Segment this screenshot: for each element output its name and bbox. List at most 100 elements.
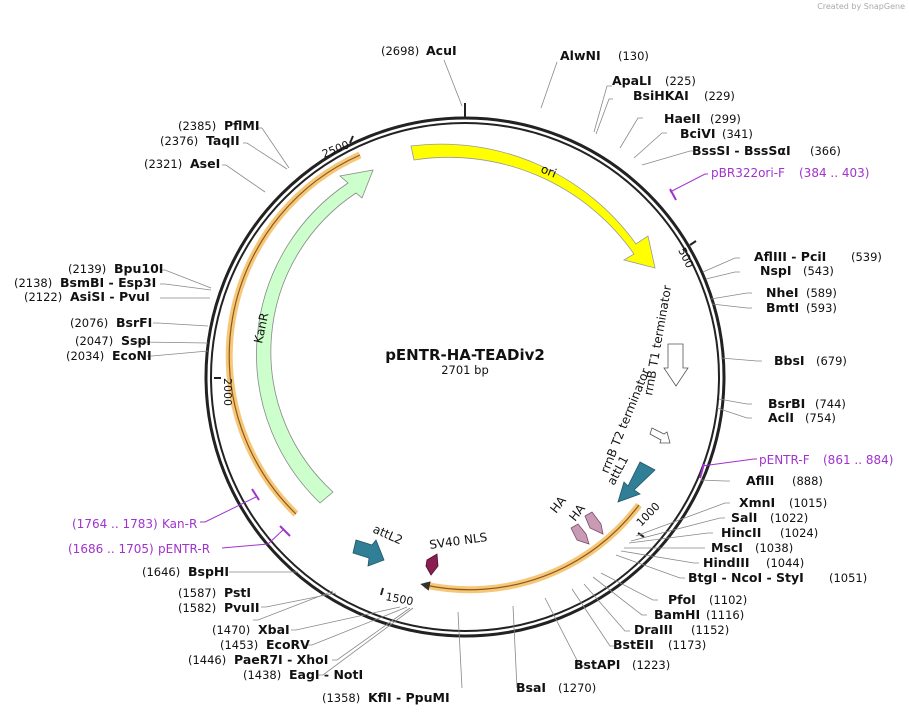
enzyme-pos: (589) (806, 286, 837, 300)
enzyme-pos: (1646) (142, 565, 180, 579)
primer-name[interactable]: pENTR-F (759, 453, 810, 467)
enzyme-name[interactable]: XmnI (739, 495, 775, 510)
enzyme-name[interactable]: XbaI (258, 622, 290, 637)
ori-arrow (410, 143, 656, 269)
enzyme-pos: (2321) (144, 157, 182, 171)
enzyme-name[interactable]: KflI - PpuMI (368, 690, 450, 705)
enzyme-name[interactable]: BsiHKAI (633, 88, 689, 103)
tick-group (214, 135, 697, 596)
enzyme-pos: (1446) (188, 653, 226, 667)
enzyme-pos: (225) (665, 74, 696, 88)
enzyme-pos: (1270) (558, 681, 596, 695)
primer-labels: pBR322ori-F (384 .. 403) pENTR-F (861 ..… (68, 166, 893, 556)
enzyme-pos: (1022) (770, 511, 808, 525)
rrnb-t2-arrow (649, 427, 671, 444)
enzyme-labels-right: AlwNI (130) ApaLI (225) BsiHKAI (229) Ha… (516, 48, 882, 695)
enzyme-name[interactable]: MscI (711, 540, 743, 555)
enzyme-pos: (2122) (24, 290, 62, 304)
enzyme-name[interactable]: AlwNI (560, 48, 601, 63)
enzyme-pos: (543) (803, 264, 834, 278)
primer-name[interactable]: pBR322ori-F (711, 166, 785, 180)
enzyme-name[interactable]: PaeR7I - XhoI (234, 652, 328, 667)
enzyme-name[interactable]: BstEII (613, 637, 654, 652)
enzyme-name[interactable]: BsmBI - Esp3I (60, 275, 156, 290)
enzyme-pos: (299) (710, 112, 741, 126)
enzyme-pos: (2376) (160, 134, 198, 148)
enzyme-pos: (1587) (178, 586, 216, 600)
enzyme-name[interactable]: BssSI - BssSαI (692, 143, 791, 158)
enzyme-name[interactable]: AflIII - PciI (754, 249, 826, 264)
enzyme-labels-left: (2698) AcuI (2385) PflMI (2376) TaqII (2… (14, 43, 457, 705)
snapgene-credit: Created by SnapGene (817, 2, 905, 11)
tick-label-2000: 2000 (221, 378, 234, 406)
enzyme-pos: (341) (722, 127, 753, 141)
leader-lines-left (135, 59, 463, 689)
enzyme-name[interactable]: SspI (121, 333, 151, 348)
enzyme-name[interactable]: TaqII (206, 133, 240, 148)
ha-arrow-1 (584, 511, 604, 535)
ha-arrow-2 (570, 523, 590, 545)
enzyme-name[interactable]: BsaI (516, 680, 546, 695)
enzyme-pos: (1024) (780, 526, 818, 540)
enzyme-name[interactable]: AsiSI - PvuI (70, 289, 150, 304)
enzyme-name[interactable]: AclI (768, 410, 794, 425)
tick-label-1500: 1500 (384, 590, 414, 608)
enzyme-name[interactable]: BciVI (680, 126, 716, 141)
tick-label-1000: 1000 (634, 500, 663, 529)
enzyme-pos: (539) (851, 250, 882, 264)
enzyme-name[interactable]: AseI (190, 156, 220, 171)
primer-name[interactable]: pENTR-R (158, 542, 210, 556)
enzyme-name[interactable]: BsrBI (768, 396, 805, 411)
enzyme-name[interactable]: BsrFI (116, 315, 152, 330)
enzyme-pos: (366) (810, 144, 841, 158)
enzyme-name[interactable]: PvuII (224, 600, 260, 615)
plasmid-size: 2701 bp (441, 363, 489, 377)
attl2-arrow (352, 539, 385, 567)
enzyme-name[interactable]: BbsI (774, 353, 805, 368)
primer-name[interactable]: Kan-R (162, 517, 197, 531)
enzyme-pos: (229) (704, 89, 735, 103)
primer-pos: (861 .. 884) (823, 453, 893, 467)
enzyme-name[interactable]: HaeII (664, 111, 701, 126)
enzyme-pos: (1358) (322, 691, 360, 705)
enzyme-name[interactable]: BmtI (766, 300, 799, 315)
enzyme-name[interactable]: EcoRV (266, 637, 310, 652)
enzyme-pos: (679) (816, 354, 847, 368)
enzyme-name[interactable]: AcuI (426, 43, 457, 58)
enzyme-pos: (1116) (706, 608, 744, 622)
enzyme-pos: (2385) (178, 119, 216, 133)
enzyme-name[interactable]: EagI - NotI (289, 667, 363, 682)
enzyme-pos: (744) (815, 397, 846, 411)
enzyme-name[interactable]: AflII (746, 473, 774, 488)
enzyme-name[interactable]: BtgI - NcoI - StyI (688, 570, 804, 585)
enzyme-name[interactable]: HincII (721, 525, 761, 540)
enzyme-pos: (1223) (632, 658, 670, 672)
enzyme-name[interactable]: ApaLI (612, 73, 652, 88)
enzyme-name[interactable]: SalI (731, 510, 757, 525)
backbone-inner-ring (210, 122, 720, 632)
enzyme-pos: (1044) (766, 556, 804, 570)
enzyme-pos: (2047) (75, 334, 113, 348)
enzyme-pos: (1582) (178, 601, 216, 615)
enzyme-name[interactable]: PflMI (224, 118, 260, 133)
primer-pos: (384 .. 403) (799, 166, 869, 180)
enzyme-name[interactable]: BspHI (188, 564, 229, 579)
primer-mark-pentr-f (699, 463, 705, 479)
enzyme-name[interactable]: PstI (224, 585, 251, 600)
primer-leader-pentr-f (701, 458, 757, 467)
enzyme-pos: (2034) (66, 349, 104, 363)
enzyme-name[interactable]: BstAPI (574, 657, 620, 672)
enzyme-name[interactable]: DraIII (634, 622, 673, 637)
enzyme-name[interactable]: HindIII (703, 555, 750, 570)
enzyme-name[interactable]: NspI (760, 263, 792, 278)
enzyme-pos: (1453) (220, 638, 258, 652)
enzyme-name[interactable]: PfoI (668, 592, 696, 607)
enzyme-name[interactable]: Bpu10I (114, 261, 163, 276)
enzyme-name[interactable]: BamHI (654, 607, 700, 622)
enzyme-name[interactable]: NheI (766, 285, 799, 300)
enzyme-pos: (754) (805, 411, 836, 425)
kanr-arrow (256, 169, 374, 504)
primer-leader-pentr-r (221, 529, 284, 549)
enzyme-name[interactable]: EcoNI (112, 348, 152, 363)
enzyme-pos: (1438) (243, 668, 281, 682)
